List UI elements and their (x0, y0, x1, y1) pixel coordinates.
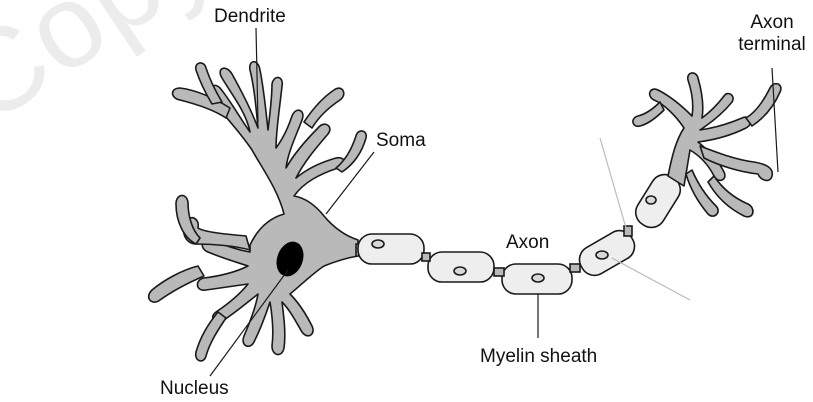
axon-label: Axon (506, 232, 549, 254)
myelin-sheath-label: Myelin sheath (480, 346, 597, 368)
axon-pointer-line (612, 258, 690, 300)
nucleus-label: Nucleus (160, 378, 229, 400)
node-ranvier-leader (600, 138, 626, 228)
axon-terminal-label: Axon terminal (734, 12, 810, 56)
axon-terminal-label-line1: Axon (734, 12, 810, 34)
soma-label: Soma (376, 130, 426, 152)
axon-terminal-label-line2: terminal (734, 34, 810, 56)
dendrite-label: Dendrite (214, 6, 286, 28)
